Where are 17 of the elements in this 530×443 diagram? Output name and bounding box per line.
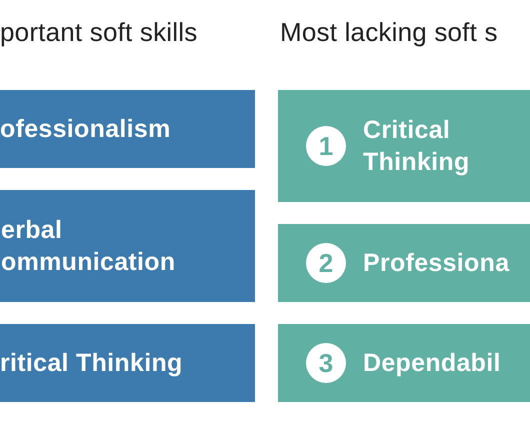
- skill-box: [278, 324, 530, 402]
- skill-box: [278, 224, 530, 302]
- skill-label: ofessionalism: [0, 114, 172, 145]
- skill-label: ritical Thinking: [0, 348, 184, 379]
- skill-box: [0, 90, 255, 168]
- column-heading: Most lacking soft s: [280, 17, 498, 47]
- skill-label: Critical Thinking: [363, 115, 471, 178]
- skill-box: [278, 90, 530, 202]
- skill-label: erbal ommunication: [1, 215, 176, 278]
- skill-label: Professiona: [363, 248, 510, 279]
- rank-number-circle: 3: [306, 343, 346, 383]
- rank-number-circle: 1: [306, 126, 346, 166]
- skill-box: [0, 324, 255, 402]
- skill-box: [0, 190, 255, 302]
- skill-label: Dependabil: [363, 348, 502, 379]
- rank-number-circle: 2: [306, 243, 346, 283]
- column-heading: portant soft skills: [0, 17, 198, 47]
